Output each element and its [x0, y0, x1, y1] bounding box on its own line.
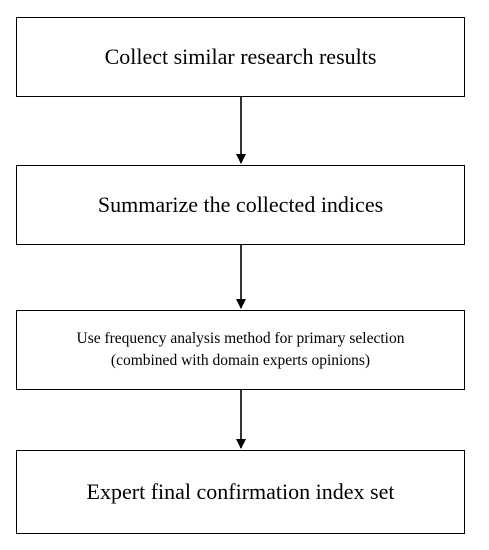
flow-step-label: Collect similar research results — [104, 43, 377, 69]
flow-step-collect-results: Collect similar research results — [16, 17, 465, 97]
flow-step-label: Expert final confirmation index set — [86, 478, 395, 504]
flow-step-frequency-analysis: Use frequency analysis method for primar… — [16, 310, 465, 390]
flow-step-label-line-2: (combined with domain experts opinions) — [110, 352, 371, 369]
flow-step-label-line-1: Use frequency analysis method for primar… — [76, 329, 405, 347]
flow-step-expert-confirmation: Expert final confirmation index set — [16, 450, 465, 534]
flow-step-summarize-indices: Summarize the collected indices — [16, 165, 465, 245]
flow-step-label: Summarize the collected indices — [97, 191, 384, 217]
flow-step-text-block: Use frequency analysis method for primar… — [77, 328, 405, 373]
